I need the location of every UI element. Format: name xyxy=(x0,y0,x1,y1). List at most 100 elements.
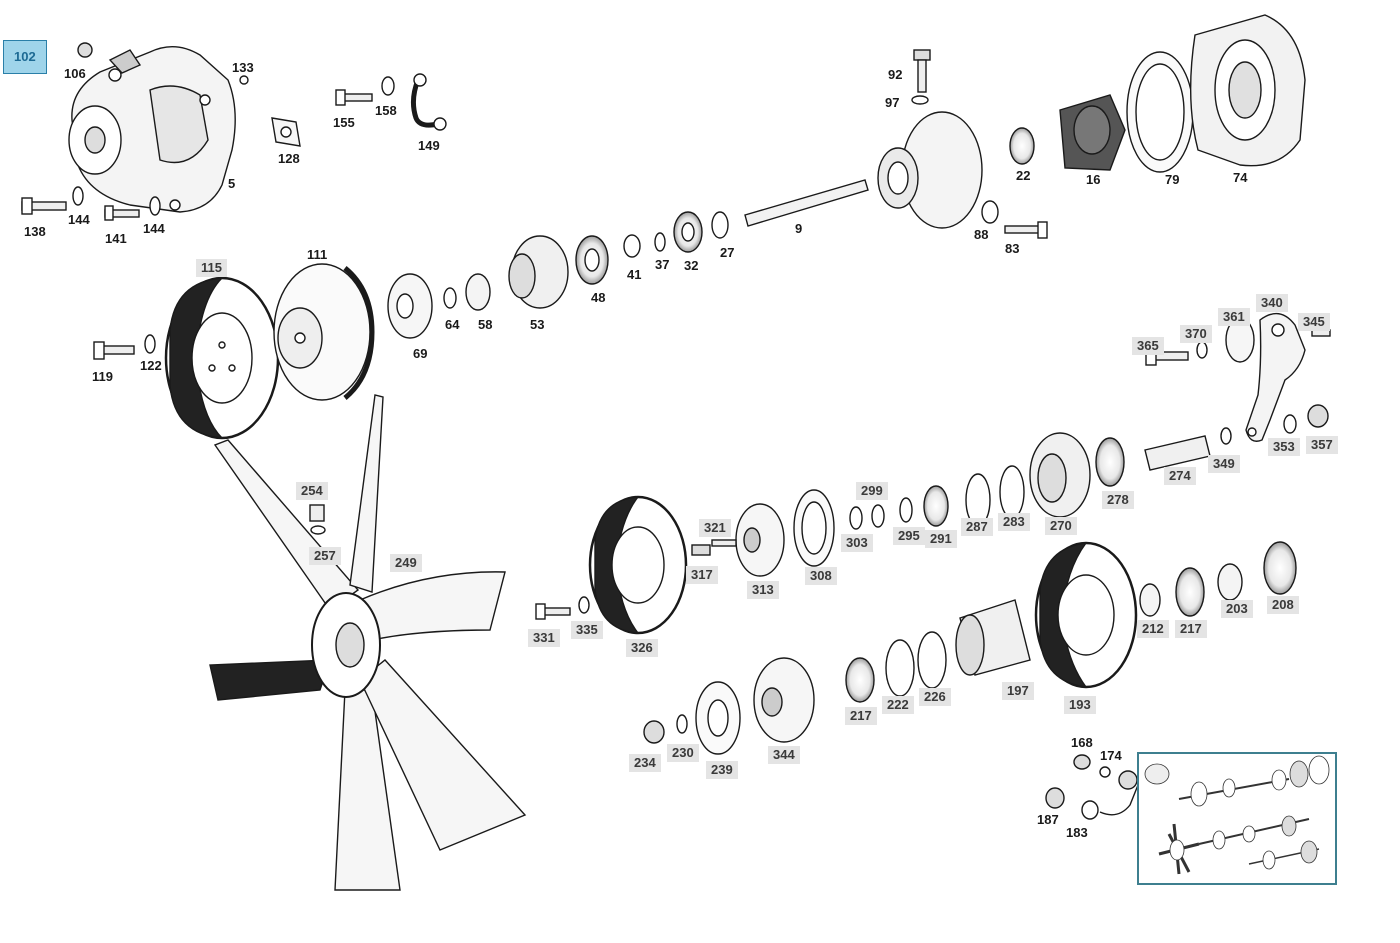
callout-340[interactable]: 340 xyxy=(1256,294,1288,312)
callout-283[interactable]: 283 xyxy=(998,513,1030,531)
bolt-254[interactable] xyxy=(309,504,325,522)
bearing-217a[interactable] xyxy=(1175,567,1205,617)
callout-361[interactable]: 361 xyxy=(1218,308,1250,326)
callout-353[interactable]: 353 xyxy=(1268,438,1300,456)
pulley-111[interactable] xyxy=(273,263,375,401)
callout-203[interactable]: 203 xyxy=(1221,600,1253,618)
callout-291[interactable]: 291 xyxy=(925,530,957,548)
ring-64[interactable] xyxy=(443,287,457,309)
callout-313[interactable]: 313 xyxy=(747,581,779,599)
callout-155[interactable]: 155 xyxy=(333,115,355,130)
callout-326[interactable]: 326 xyxy=(626,639,658,657)
callout-345[interactable]: 345 xyxy=(1298,313,1330,331)
bearing-22[interactable] xyxy=(1009,127,1035,165)
plate-239[interactable] xyxy=(695,681,741,755)
callout-122[interactable]: 122 xyxy=(140,358,162,373)
washer-370[interactable] xyxy=(1196,341,1208,359)
callout-365[interactable]: 365 xyxy=(1132,337,1164,355)
bolt-133[interactable] xyxy=(239,75,249,85)
callout-88[interactable]: 88 xyxy=(974,227,989,242)
bolt-83[interactable] xyxy=(1004,221,1048,239)
callout-331[interactable]: 331 xyxy=(528,629,560,647)
ring-222[interactable] xyxy=(885,639,915,697)
nut-234[interactable] xyxy=(643,720,665,744)
callout-222[interactable]: 222 xyxy=(882,696,914,714)
callout-48[interactable]: 48 xyxy=(591,290,606,305)
callout-5[interactable]: 5 xyxy=(228,176,236,191)
callout-141[interactable]: 141 xyxy=(105,231,127,246)
washer-353[interactable] xyxy=(1283,414,1297,434)
callout-168[interactable]: 168 xyxy=(1071,735,1093,750)
bolt-138[interactable] xyxy=(21,197,67,215)
ring-295[interactable] xyxy=(899,497,913,523)
washer-144a[interactable] xyxy=(72,186,84,206)
washer-88[interactable] xyxy=(981,200,999,224)
bolt-141[interactable] xyxy=(104,205,140,221)
housing-74[interactable] xyxy=(1189,14,1306,167)
washer-97[interactable] xyxy=(911,95,929,105)
pulley-115[interactable] xyxy=(164,276,280,440)
bearing-32[interactable] xyxy=(673,211,703,253)
callout-278[interactable]: 278 xyxy=(1102,491,1134,509)
flange-hub[interactable] xyxy=(877,111,983,229)
ring-303[interactable] xyxy=(849,506,863,530)
ring-37[interactable] xyxy=(654,232,666,252)
callout-37[interactable]: 37 xyxy=(655,257,670,272)
bolt-331[interactable] xyxy=(535,603,571,620)
callout-230[interactable]: 230 xyxy=(667,744,699,762)
water-pump-housing[interactable] xyxy=(68,46,236,213)
callout-16[interactable]: 16 xyxy=(1086,172,1101,187)
callout-321[interactable]: 321 xyxy=(699,519,731,537)
callout-270[interactable]: 270 xyxy=(1045,517,1077,535)
ring-27[interactable] xyxy=(711,211,729,239)
callout-102-selected[interactable]: 102 xyxy=(3,40,47,74)
flange-313[interactable] xyxy=(735,503,785,577)
ring-226[interactable] xyxy=(917,631,947,689)
bearing-208[interactable] xyxy=(1263,541,1297,595)
callout-69[interactable]: 69 xyxy=(413,346,428,361)
ring-283[interactable] xyxy=(999,465,1025,519)
callout-317[interactable]: 317 xyxy=(686,566,718,584)
callout-274[interactable]: 274 xyxy=(1164,467,1196,485)
callout-106[interactable]: 106 xyxy=(64,66,86,81)
callout-257[interactable]: 257 xyxy=(309,547,341,565)
callout-74[interactable]: 74 xyxy=(1233,170,1248,185)
callout-32[interactable]: 32 xyxy=(684,258,699,273)
bolt-106[interactable] xyxy=(77,42,93,58)
bolt-119[interactable] xyxy=(93,341,135,360)
ring-41[interactable] xyxy=(623,234,641,258)
callout-144a[interactable]: 144 xyxy=(68,212,90,227)
bearing-48[interactable] xyxy=(575,235,609,285)
washer-158[interactable] xyxy=(381,76,395,96)
nut-187[interactable] xyxy=(1045,787,1065,809)
bolt-317[interactable] xyxy=(691,544,711,556)
callout-111[interactable]: 111 xyxy=(307,247,328,262)
callout-349[interactable]: 349 xyxy=(1208,455,1240,473)
ring-349[interactable] xyxy=(1220,427,1232,445)
washer-144b[interactable] xyxy=(149,196,161,216)
callout-83[interactable]: 83 xyxy=(1005,241,1020,256)
callout-158[interactable]: 158 xyxy=(375,103,397,118)
gasket-128[interactable] xyxy=(271,117,301,147)
flange-69[interactable] xyxy=(387,273,433,339)
hub-53[interactable] xyxy=(508,235,569,309)
callout-193[interactable]: 193 xyxy=(1064,696,1096,714)
hub-16[interactable] xyxy=(1059,94,1126,171)
callout-226[interactable]: 226 xyxy=(919,688,951,706)
callout-287[interactable]: 287 xyxy=(961,518,993,536)
bolt-321[interactable] xyxy=(711,539,737,547)
pulley-326[interactable] xyxy=(588,495,688,635)
callout-295[interactable]: 295 xyxy=(893,527,925,545)
callout-133[interactable]: 133 xyxy=(232,60,254,75)
callout-239[interactable]: 239 xyxy=(706,761,738,779)
callout-208[interactable]: 208 xyxy=(1267,596,1299,614)
callout-234[interactable]: 234 xyxy=(629,754,661,772)
washer-183[interactable] xyxy=(1081,800,1099,820)
callout-144b[interactable]: 144 xyxy=(143,221,165,236)
housing-270[interactable] xyxy=(1029,432,1091,518)
callout-299[interactable]: 299 xyxy=(856,482,888,500)
callout-97[interactable]: 97 xyxy=(885,95,900,110)
cap-168[interactable] xyxy=(1073,754,1091,770)
callout-22[interactable]: 22 xyxy=(1016,168,1031,183)
callout-303[interactable]: 303 xyxy=(841,534,873,552)
